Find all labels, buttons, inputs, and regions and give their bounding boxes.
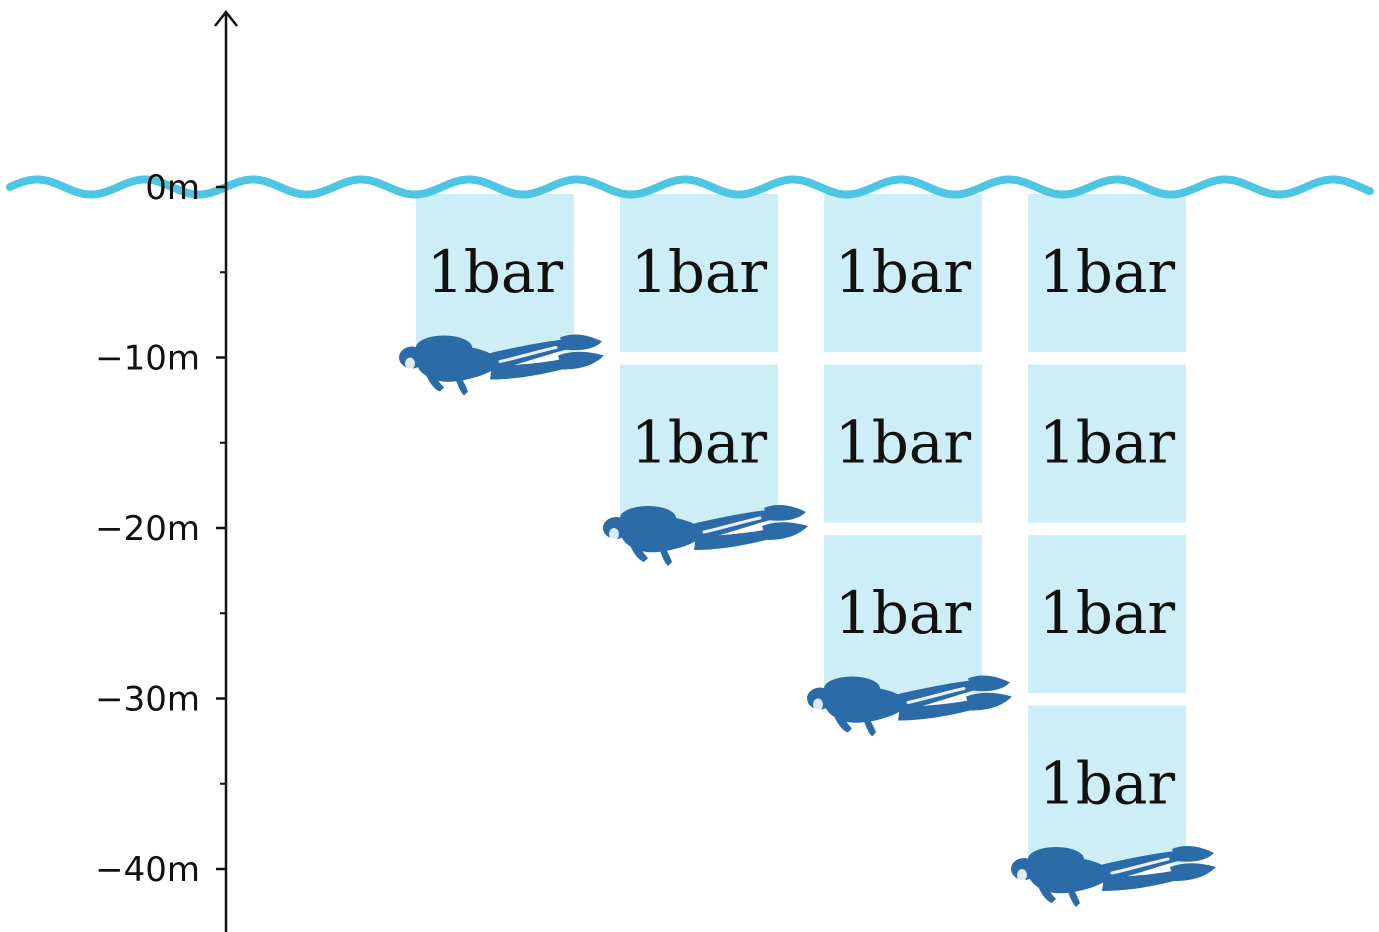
scuba-diver-icon (399, 334, 604, 396)
pressure-column: 1bar 1bar 1bar 1bar (1028, 194, 1186, 864)
water-surface (6, 175, 1374, 199)
pressure-box (416, 194, 574, 352)
pressure-column: 1bar 1bar 1bar (824, 194, 982, 693)
pressure-column: 1bar 1bar (620, 194, 778, 523)
pressure-box-label: 1bar (835, 579, 972, 647)
pressure-box (1028, 364, 1186, 523)
depth-axis-ticks: 0m −10m −20m −30m −40m (95, 168, 226, 890)
depth-tick-label: 0m (145, 168, 200, 208)
scuba-diver-icon (807, 675, 1012, 737)
pressure-box (1028, 535, 1186, 693)
pressure-box-label: 1bar (1039, 409, 1176, 477)
pressure-box (824, 194, 982, 352)
divers (399, 334, 1216, 907)
pressure-box-label: 1bar (631, 409, 768, 477)
pressure-box-label: 1bar (835, 409, 972, 477)
pressure-box (620, 364, 778, 523)
pressure-box-label: 1bar (427, 238, 564, 306)
depth-tick-label: −20m (95, 509, 200, 549)
pressure-box-label: 1bar (1039, 750, 1176, 818)
pressure-boxes: 1bar 1bar 1bar 1bar 1bar 1bar 1bar 1bar 1bar 1bar (416, 194, 1186, 864)
depth-tick-label: −30m (95, 680, 200, 720)
pressure-box (1028, 705, 1186, 864)
pressure-box-label: 1bar (631, 238, 768, 306)
depth-tick-label: −40m (95, 850, 200, 890)
pressure-column: 1bar (416, 194, 574, 352)
pressure-box-label: 1bar (1039, 238, 1176, 306)
depth-axis: 0m −10m −20m −30m −40m (95, 9, 238, 932)
scuba-diver-icon (1011, 846, 1216, 907)
scuba-diver-icon (603, 505, 808, 566)
water-surface-wave (6, 175, 1374, 199)
pressure-box (824, 364, 982, 523)
pressure-box-label: 1bar (1039, 579, 1176, 647)
pressure-box-label: 1bar (835, 238, 972, 306)
depth-tick-label: −10m (95, 339, 200, 379)
pressure-box (1028, 194, 1186, 352)
pressure-box (620, 194, 778, 352)
depth-axis-arrow-icon (214, 9, 238, 27)
pressure-box (824, 535, 982, 693)
